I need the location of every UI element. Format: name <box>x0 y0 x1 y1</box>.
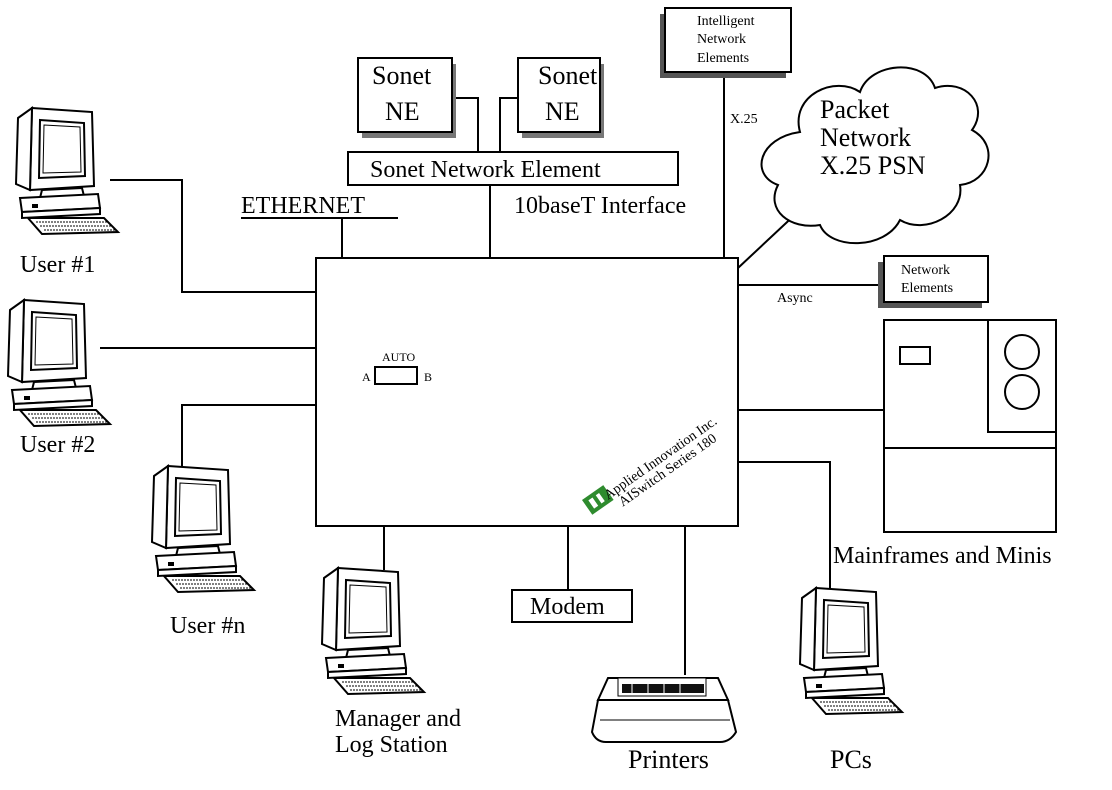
packet-line1: Packet <box>820 95 890 124</box>
ine-line1: Intelligent <box>697 14 755 29</box>
sonet-ne-2: Sonet NE <box>517 57 604 138</box>
sonet-ne-1-line1: Sonet <box>372 61 432 90</box>
mainframes-label: Mainframes and Minis <box>833 543 1052 569</box>
network-elements-line2: Elements <box>901 281 953 296</box>
modem-label: Modem <box>530 594 605 620</box>
printer-icon <box>590 677 738 743</box>
x25-label: X.25 <box>730 112 758 127</box>
mainframe <box>883 319 1057 533</box>
ine-line3: Elements <box>697 51 749 66</box>
sonet-ne-1-line2: NE <box>385 97 420 126</box>
user-n-label: User #n <box>170 613 245 639</box>
ethernet-label: ETHERNET <box>241 193 365 219</box>
manager-line1: Manager and <box>335 706 461 732</box>
async-label: Async <box>777 291 813 306</box>
a-label: A <box>362 370 371 384</box>
auto-ab-switch: AUTO A B <box>362 350 432 385</box>
modem-box: Modem <box>511 589 633 623</box>
packet-line2: Network <box>820 123 911 152</box>
sonet-ne-2-line2: NE <box>545 97 580 126</box>
user-n-computer-icon <box>151 465 255 593</box>
sonet-ne-1: Sonet NE <box>357 57 456 138</box>
packet-network-cloud: Packet Network X.25 PSN <box>760 66 990 245</box>
user-2-label: User #2 <box>20 432 95 458</box>
ethernet: ETHERNET <box>241 193 398 219</box>
printers-label: Printers <box>628 745 709 774</box>
aiswitch-box <box>315 257 739 527</box>
intelligent-network-elements: Intelligent Network Elements <box>660 7 792 78</box>
applied-innovation-logo <box>582 485 614 515</box>
connection-lines <box>100 76 884 675</box>
network-elements-line1: Network <box>901 263 950 278</box>
sonet-ne-2-line1: Sonet <box>538 61 598 90</box>
user-2-computer-icon <box>7 299 111 427</box>
manager-computer-icon <box>321 567 425 695</box>
user-1-label: User #1 <box>20 252 95 278</box>
ine-line2: Network <box>697 32 746 47</box>
network-elements-box: Network Elements <box>878 255 989 308</box>
pcs-label: PCs <box>830 745 872 774</box>
sonet-network-element: Sonet Network Element <box>347 151 679 186</box>
tenbaset-label: 10baseT Interface <box>514 193 686 219</box>
pc-computer-icon <box>799 587 903 715</box>
packet-line3: X.25 PSN <box>820 151 926 180</box>
sonet-network-element-label: Sonet Network Element <box>370 157 601 183</box>
b-label: B <box>424 370 432 384</box>
auto-label: AUTO <box>382 350 415 364</box>
user-1-computer-icon <box>15 107 119 235</box>
manager-line2: Log Station <box>335 732 448 758</box>
